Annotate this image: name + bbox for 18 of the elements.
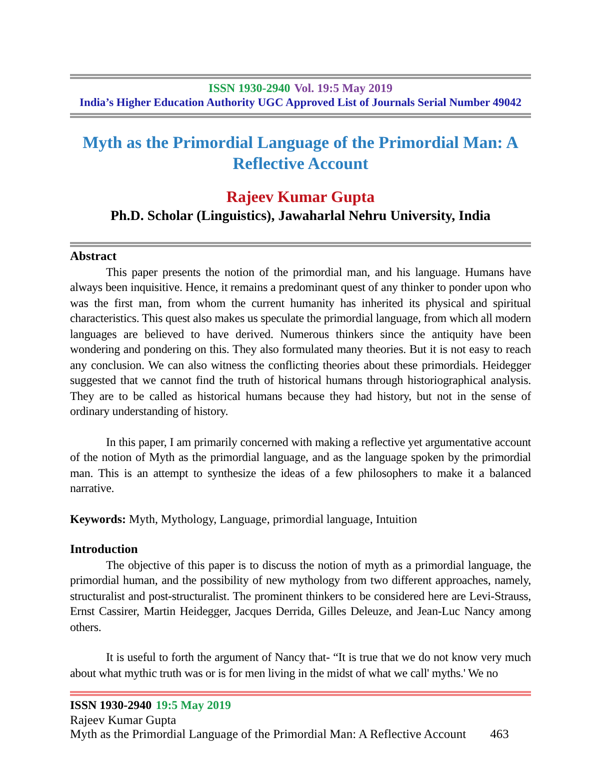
approval-notice: India’s Higher Education Authority UGC Approved List of Journals Serial Number 49042 — [79, 96, 522, 111]
paper-title: Myth as the Primordial Language of the Primordial Man: A Reflective Account — [82, 132, 520, 174]
issn-text: ISSN 1930-2940 — [208, 81, 290, 96]
body-paragraph: The objective of this paper is to discuss the notion of myth as a primordial language, the primordial human, and the possibility of new mythology from two different approaches, namely, structuralist and post-structuralist. The prominent thinkers to be considered here are Levi-Strauss, Ernst Cassirer, Martin Heidegger, Jacques Derrida, Gilles Deleuze, and Jean-Luc Nancy among others. — [70, 558, 531, 634]
section-heading: Introduction — [70, 542, 138, 556]
footer-title: Myth as the Primordial Language of the Primordial Man: A Reflective Account — [70, 727, 466, 741]
issue-text: Vol. 19:5 May 2019 — [294, 81, 392, 96]
footer-author: Rajeev Kumar Gupta — [70, 713, 176, 727]
keywords-line: Keywords: Myth, Mythology, Language, primordial language, Intuition — [70, 512, 418, 526]
author-affiliation: Ph.D. Scholar (Linguistics), Jawaharlal Nehru University, India — [110, 208, 491, 225]
abstract-paragraph: This paper presents the notion of the primordial man, and his language. Humans have always been inquisitive. Hence, it remains a predominant quest of any thinker to ponder upon who was the first man, from whom the current humanity has inherited its physical and spiritual characteristics. This quest also makes us speculate the primordial language, from which all modern languages are believed to have derived. Numerous thinkers since the antiquity have been wondering and pondering on this. They also formulated many theories. But it is not easy to reach any conclusion. We can also witness the conflicting theories about these primordials. Heidegger suggested that we cannot find the truth of historical humans through historiographical analysis. They are to be called as historical humans because they had history, but not in the sense of ordinary understanding of history. — [70, 264, 531, 418]
abstract-paragraph: In this paper, I am primarily concerned with making a reflective yet argumentative account of the notion of Myth as the primordial language, and as the language spoken by the primordial man. This is an attempt to synthesize the ideas of a few philosophers to make it a balanced narrative. — [70, 434, 531, 495]
section-heading: Abstract — [70, 249, 117, 263]
author-name: Rajeev Kumar Gupta — [226, 188, 375, 208]
page-number: 463 — [490, 727, 509, 741]
footer-issue: 19:5 May 2019 — [156, 698, 232, 713]
body-paragraph: It is useful to forth the argument of Nancy that- “It is true that we do not know very much about what mythic truth was or is for men living in the midst of what we call' myths.' We no — [70, 650, 531, 680]
footer-issn: ISSN 1930-2940 — [70, 698, 152, 713]
